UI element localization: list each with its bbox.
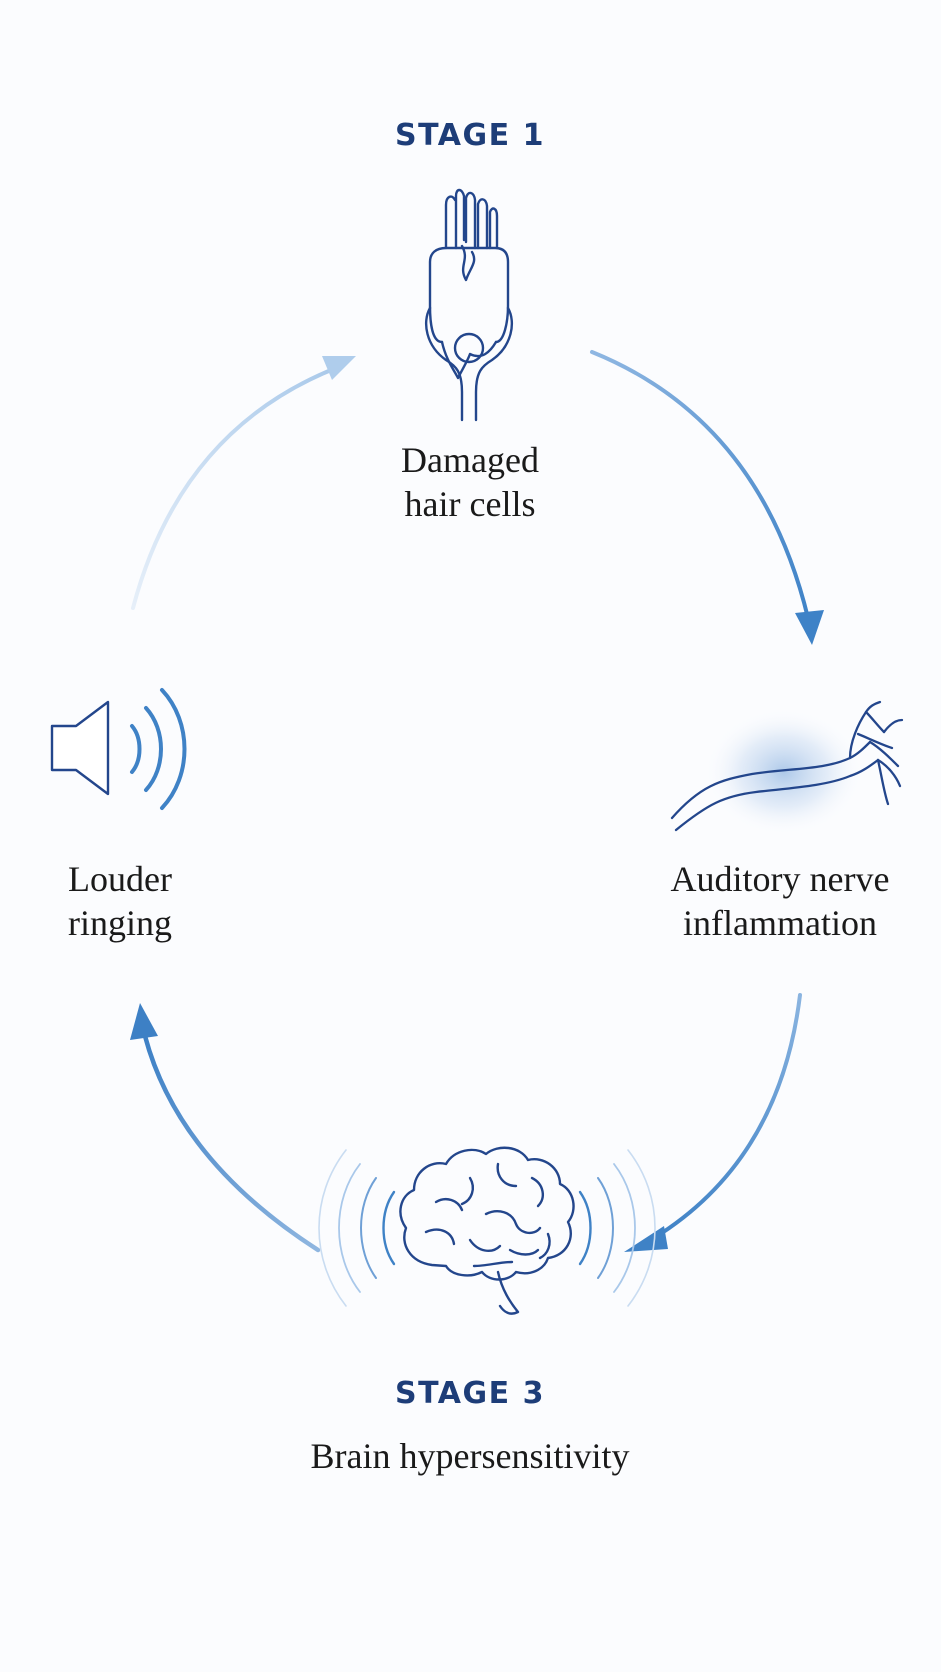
auditory-nerve-label-line2: inflammation [683, 903, 877, 943]
arrow-stage3-to-ringing [130, 1003, 321, 1253]
louder-ringing-label: Louder ringing [20, 857, 220, 945]
hair-cell-icon [424, 188, 514, 422]
arrow-nerve-to-stage3 [624, 993, 802, 1252]
louder-ringing-label-line2: ringing [68, 903, 172, 943]
auditory-nerve-inflammation-label: Auditory nerve inflammation [600, 857, 941, 945]
damaged-hair-cells-label-line1: Damaged [401, 440, 539, 480]
auditory-nerve-label-line1: Auditory nerve [670, 859, 890, 899]
speaker-icon [50, 688, 187, 810]
arrow-stage1-to-nerve [590, 350, 824, 645]
brain-hypersensitivity-label: Brain hypersensitivity [310, 1436, 630, 1476]
brain-icon [318, 1146, 656, 1315]
nerve-icon [670, 700, 904, 836]
damaged-hair-cells-label-line2: hair cells [404, 484, 536, 524]
stage-3-title: STAGE 3 [395, 1376, 545, 1411]
stage-1-title: STAGE 1 [395, 118, 545, 153]
arrow-ringing-to-stage1 [131, 356, 356, 610]
louder-ringing-label-line1: Louder [68, 859, 172, 899]
damaged-hair-cells-label: Damaged hair cells [320, 438, 620, 526]
